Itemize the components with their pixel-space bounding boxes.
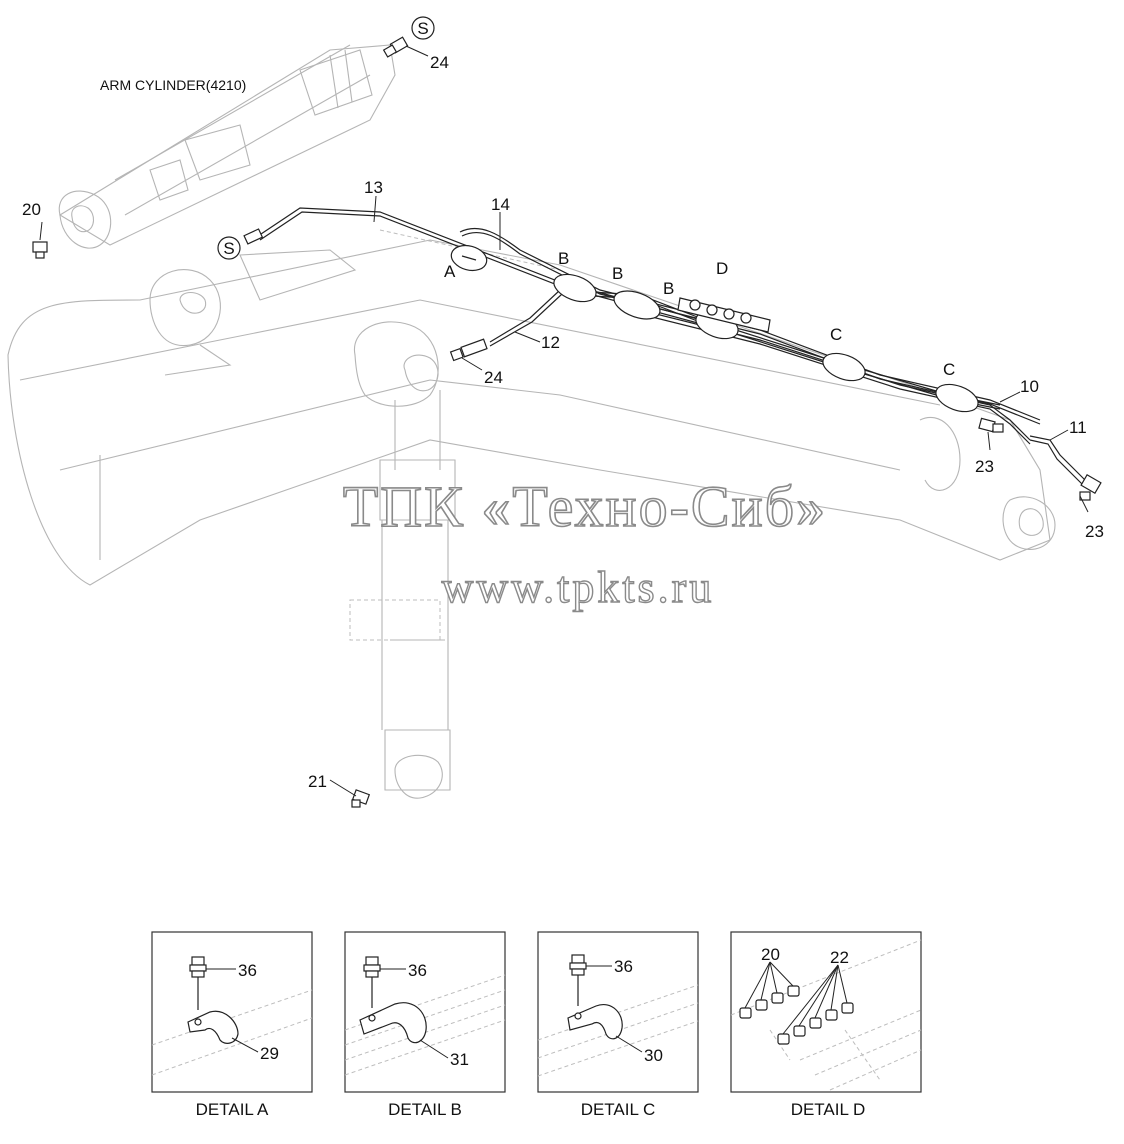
detail-b-caption: DETAIL B (388, 1100, 462, 1119)
label-clamp-c-2: C (943, 360, 955, 379)
s-marker-left: S (217, 236, 241, 260)
detail-d: 20 22 DETAIL D (730, 931, 922, 1119)
detail-c: 36 30 DETAIL C (537, 931, 699, 1119)
detail-d-caption: DETAIL D (791, 1100, 866, 1119)
detail-a-clamp (187, 1010, 239, 1044)
label-clamp-b-3: B (663, 279, 674, 298)
detail-a: 36 29 DETAIL A (151, 931, 313, 1119)
label-clamp-b-1: B (558, 249, 569, 268)
label-13: 13 (364, 178, 383, 197)
arm-cylinder-label: ARM CYLINDER(4210) (100, 77, 246, 93)
label-24-mid: 24 (484, 368, 503, 387)
boom-outline (7, 229, 1056, 641)
pipe-10 (619, 304, 1031, 445)
clamp-d-fittings (677, 297, 771, 333)
arm-cylinder (58, 44, 396, 249)
label-clamp-b-2: B (612, 264, 623, 283)
boom-cylinder (353, 321, 456, 799)
label-clamp-a: A (444, 262, 456, 281)
label-20: 20 (22, 200, 41, 219)
detail-a-label-29: 29 (260, 1044, 279, 1063)
s-marker-top-text: S (417, 19, 428, 38)
fitting-20-left (32, 241, 48, 259)
clamp-c-markers (822, 352, 979, 413)
detail-a-caption: DETAIL A (196, 1100, 269, 1119)
detail-a-bolt (189, 956, 207, 1010)
label-14: 14 (491, 195, 510, 214)
fitting-23-left (978, 417, 1004, 433)
watermark-line-2: www.tpkts.ru (442, 563, 715, 612)
label-23-left: 23 (975, 457, 994, 476)
label-21: 21 (308, 772, 327, 791)
detail-b-label-36: 36 (408, 961, 427, 980)
detail-c-label-36: 36 (614, 957, 633, 976)
clamp-b-markers (553, 273, 739, 340)
pipe-13-end-fitting (243, 228, 264, 245)
label-23-right: 23 (1085, 522, 1104, 541)
pipe-14 (459, 227, 1041, 425)
fitting-24-top (382, 36, 409, 58)
pipe-11 (1029, 435, 1086, 485)
detail-d-label-20: 20 (761, 945, 780, 964)
detail-b-clamp (359, 1002, 427, 1044)
label-clamp-d: D (716, 259, 728, 278)
detail-d-label-22: 22 (830, 948, 849, 967)
label-10: 10 (1020, 377, 1039, 396)
detail-c-label-30: 30 (644, 1046, 663, 1065)
watermark-line-1: ТПК «Техно-Сиб» (343, 474, 827, 539)
detail-c-bolt (569, 954, 587, 1006)
detail-c-clamp (567, 1004, 623, 1040)
detail-a-label-36: 36 (238, 961, 257, 980)
label-24-top: 24 (430, 53, 449, 72)
detail-b-bolt (363, 956, 381, 1008)
detail-b-label-31: 31 (450, 1050, 469, 1069)
detail-d-leaders (744, 961, 848, 1035)
label-clamp-c-1: C (830, 325, 842, 344)
pipe-12 (489, 289, 701, 347)
label-12: 12 (541, 333, 560, 352)
watermark: ТПК «Техно-Сиб» www.tpkts.ru (342, 473, 827, 613)
pipe-12-end-fitting (449, 338, 488, 362)
fitting-21 (351, 789, 371, 808)
detail-d-fittings-22 (777, 1002, 854, 1045)
label-11: 11 (1069, 418, 1087, 437)
clamp-a-marker (450, 244, 488, 272)
leader-lines (39, 45, 1089, 797)
fitting-23-right (1079, 473, 1102, 501)
detail-c-caption: DETAIL C (581, 1100, 656, 1119)
s-marker-left-text: S (223, 239, 234, 258)
s-marker-top: S (411, 16, 435, 40)
detail-b: 36 31 DETAIL B (344, 931, 506, 1119)
